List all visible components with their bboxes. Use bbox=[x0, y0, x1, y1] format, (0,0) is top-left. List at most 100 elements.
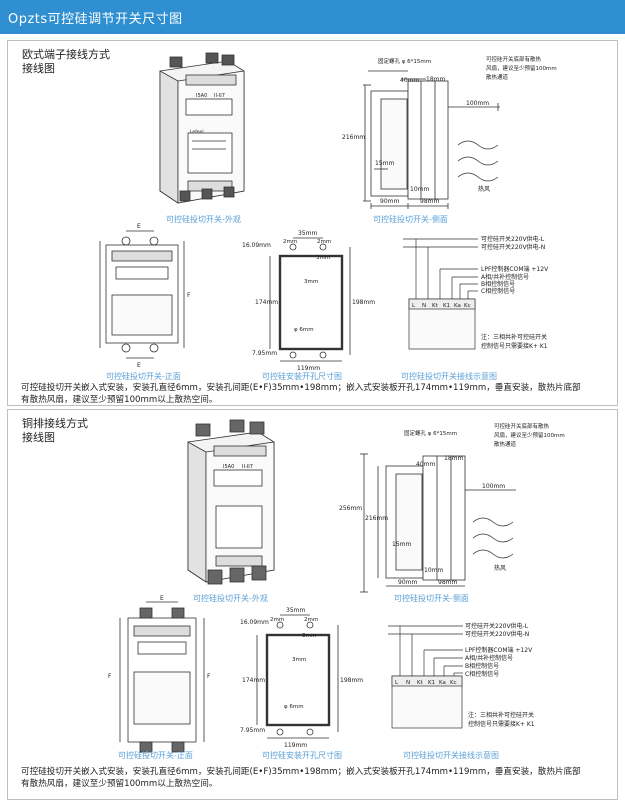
front-view-drawing bbox=[99, 230, 185, 359]
dim-2mm-b: 2mm bbox=[304, 617, 318, 623]
wiring-note-line2: 控制信号只需要接K+ K1 bbox=[468, 720, 535, 728]
terminal-kt: Kt bbox=[417, 680, 424, 686]
side-note-line1: 可控硅开关底部有散热 bbox=[486, 55, 542, 63]
front-label-e: E bbox=[160, 595, 164, 602]
front-label-e-top: E bbox=[137, 223, 141, 230]
wiring-drawing bbox=[388, 625, 463, 729]
diagrams-top: I5A0 II-II7 Lefeel 固定螺孔 φ bbox=[99, 52, 557, 372]
dim-3mm-b: 3mm bbox=[304, 279, 318, 285]
wiring-phase-b: B相控制信号 bbox=[465, 662, 499, 670]
dim-174mm: 174mm bbox=[255, 299, 278, 306]
wiring-phase-a: A相/共补控制信号 bbox=[481, 273, 529, 281]
front-view-drawing bbox=[119, 601, 205, 753]
dim-2mm-b: 2mm bbox=[317, 239, 331, 245]
wiring-note-line2: 控制信号只需要接K+ K1 bbox=[481, 342, 548, 350]
section-description-line1: 可控硅投切开关嵌入式安装，安装孔直径6mm，安装孔间距(E•F)35mm•198… bbox=[21, 767, 581, 777]
device-model-a: I5A0 bbox=[223, 464, 234, 470]
dim-216mm: 216mm bbox=[342, 134, 365, 141]
terminal-l: L bbox=[412, 303, 416, 309]
dim-16-09mm: 16.09mm bbox=[240, 619, 269, 626]
wiring-line-n: 可控硅开关220V供电-N bbox=[465, 630, 529, 638]
dim-2mm-a: 2mm bbox=[283, 239, 297, 245]
section-subtitle: 接线图 bbox=[22, 62, 55, 75]
side-note-line3: 散热通道 bbox=[486, 73, 509, 81]
device-brand: Lefeel bbox=[190, 129, 204, 135]
terminal-ka: Ka bbox=[439, 680, 446, 686]
side-note-line3: 散热通道 bbox=[494, 440, 517, 448]
terminal-kc: Kc bbox=[450, 680, 457, 686]
section-copper-busbar: 铜排接线方式 接线图 I5A0 II-II7 bbox=[7, 409, 618, 800]
wiring-note-line1: 注：三相共补可控硅开关 bbox=[481, 333, 547, 341]
side-view-drawing bbox=[363, 70, 500, 209]
page-header: Opzts可控硅调节开关尺寸图 bbox=[0, 0, 625, 34]
wiring-phase-b: B相控制信号 bbox=[481, 280, 515, 288]
front-label-f: F bbox=[207, 673, 211, 680]
dim-40mm: 40mm bbox=[400, 77, 419, 84]
section-description-line2: 有散热风扇，建议至少预留100mm以上散热空间。 bbox=[21, 395, 218, 405]
caption-side: 可控硅投切开关-侧面 bbox=[373, 215, 448, 224]
page-title: Opzts可控硅调节开关尺寸图 bbox=[8, 12, 183, 27]
device-model-b: II-II7 bbox=[242, 464, 253, 470]
hot-air-label: 热风 bbox=[494, 564, 506, 572]
screw-label: 固定螺孔 φ 6*15mm bbox=[378, 57, 431, 65]
dim-174mm: 174mm bbox=[242, 677, 265, 684]
side-note-line1: 可控硅开关底部有散热 bbox=[494, 422, 550, 430]
device-model-b: II-II7 bbox=[214, 93, 225, 99]
dim-3mm-a: 3mm bbox=[316, 255, 330, 261]
diagrams-bottom: I5A0 II-II7 固定螺孔 φ 6*15mm 可控硅开关底部有散热 风扇，… bbox=[108, 419, 565, 753]
dim-15mm: 15mm bbox=[375, 160, 394, 167]
device-exterior-drawing bbox=[159, 52, 245, 204]
terminal-k1: K1 bbox=[428, 680, 435, 686]
cutout-drawing bbox=[256, 614, 339, 739]
dim-216mm: 216mm bbox=[365, 515, 388, 522]
terminal-kc: Kc bbox=[464, 303, 471, 309]
terminal-l: L bbox=[395, 680, 399, 686]
hot-air-label: 热风 bbox=[478, 185, 490, 193]
section-european-terminal: 欧式端子接线方式 接线图 I5A0 II-II7 Lefeel bbox=[7, 40, 618, 406]
dim-3mm-b: 3mm bbox=[292, 657, 306, 663]
dim-119mm: 119mm bbox=[284, 742, 307, 749]
dim-3mm-a: 3mm bbox=[302, 633, 316, 639]
device-exterior-drawing bbox=[187, 419, 275, 585]
caption-exterior: 可控硅投切开关-外观 bbox=[193, 594, 268, 603]
dim-15mm: 15mm bbox=[392, 541, 411, 548]
caption-side: 可控硅投切开关-侧面 bbox=[394, 594, 469, 603]
dim-98mm: 98mm bbox=[438, 579, 457, 586]
side-note-line2: 风扇，建议至少预留100mm bbox=[494, 431, 565, 439]
caption-front: 可控硅投切开关-正面 bbox=[118, 751, 193, 760]
caption-wiring: 可控硅投切开关接线示意图 bbox=[401, 372, 497, 381]
dim-16-09mm: 16.09mm bbox=[242, 242, 271, 249]
dim-90mm: 90mm bbox=[398, 579, 417, 586]
side-view-drawing bbox=[360, 453, 516, 593]
terminal-ka: Ka bbox=[454, 303, 461, 309]
wiring-phase-c: C相控制信号 bbox=[481, 287, 515, 295]
dim-35mm: 35mm bbox=[298, 230, 317, 237]
caption-exterior: 可控硅投切开关-外观 bbox=[166, 215, 241, 224]
dim-18mm: 18mm bbox=[426, 76, 445, 83]
wiring-line-n: 可控硅开关220V供电-N bbox=[481, 243, 545, 251]
dim-7-95mm: 7.95mm bbox=[252, 350, 277, 357]
caption-wiring: 可控硅投切开关接线示意图 bbox=[403, 751, 499, 760]
cutout-drawing bbox=[269, 237, 351, 362]
dim-90mm: 90mm bbox=[380, 198, 399, 205]
dim-18mm: 18mm bbox=[444, 455, 463, 462]
section-description-line2: 有散热风扇，建议至少预留100mm以上散热空间。 bbox=[21, 779, 218, 789]
section-description-line1: 可控硅投切开关嵌入式安装，安装孔直径6mm，安装孔间距(E•F)35mm•198… bbox=[21, 383, 581, 393]
dim-100mm: 100mm bbox=[466, 100, 489, 107]
side-note-line2: 风扇，建议至少预留100mm bbox=[486, 64, 557, 72]
dim-198mm: 198mm bbox=[352, 299, 375, 306]
caption-front: 可控硅投切开关-正面 bbox=[106, 372, 181, 381]
dim-256mm: 256mm bbox=[339, 505, 362, 512]
dim-2mm-a: 2mm bbox=[270, 617, 284, 623]
dim-100mm: 100mm bbox=[482, 483, 505, 490]
dim-7-95mm: 7.95mm bbox=[240, 727, 265, 734]
wiring-phase-c: C相控制信号 bbox=[465, 670, 499, 678]
wiring-phase-a: A相/共补控制信号 bbox=[465, 654, 513, 662]
screw-label: 固定螺孔 φ 6*15mm bbox=[404, 429, 457, 437]
front-label-f1: F bbox=[108, 673, 112, 680]
device-model-a: I5A0 bbox=[196, 93, 207, 99]
dim-198mm: 198mm bbox=[340, 677, 363, 684]
wiring-line-l: 可控硅开关220V供电-L bbox=[481, 235, 545, 243]
dim-98mm: 98mm bbox=[420, 198, 439, 205]
terminal-n: N bbox=[422, 303, 426, 309]
